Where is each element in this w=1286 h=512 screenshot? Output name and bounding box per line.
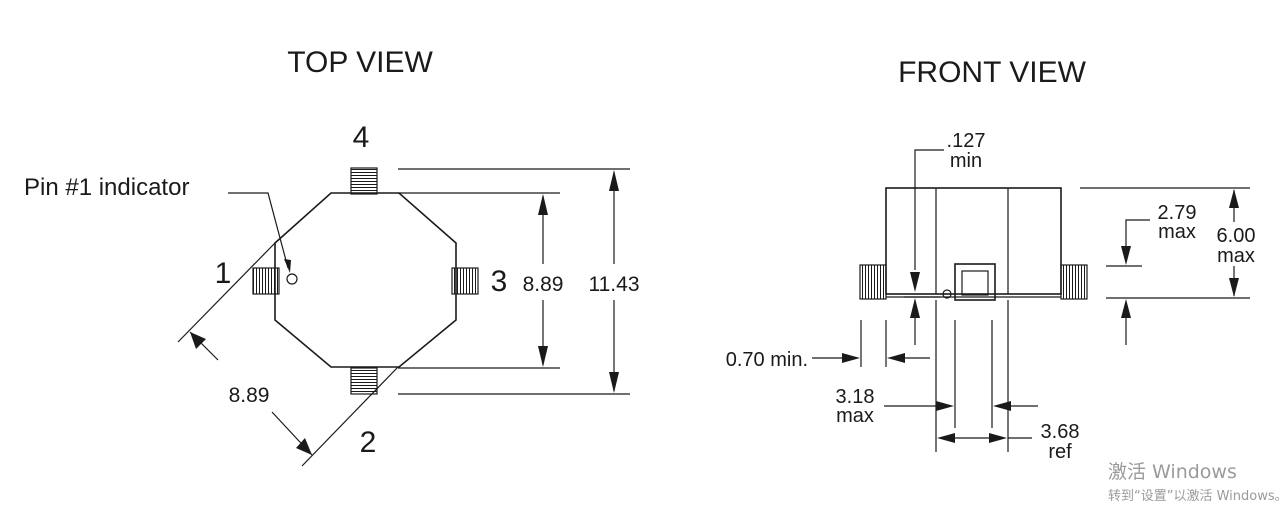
arrow-diagonal-lower bbox=[296, 438, 312, 455]
total-height-dim-unit: max bbox=[1217, 245, 1255, 267]
gap-leader-line bbox=[914, 149, 944, 270]
indicator-arrowhead bbox=[284, 259, 291, 273]
top-height-dim-value: 2.79 bbox=[1158, 202, 1197, 224]
total-height-dim-value: 6.00 bbox=[1217, 225, 1256, 247]
package-body-octagon bbox=[274, 192, 457, 368]
pin-1-label: 1 bbox=[215, 257, 232, 290]
arrow-ref-width-left bbox=[937, 433, 955, 443]
gap-dim-value: .127 bbox=[947, 130, 986, 152]
arrow-lead-min-left bbox=[887, 353, 905, 363]
diag-ext-line-lower bbox=[301, 366, 399, 467]
pin-2-label: 2 bbox=[360, 426, 377, 459]
inner-height-dim-label: 8.89 bbox=[523, 273, 564, 296]
arrow-top-height-up bbox=[1121, 299, 1131, 318]
arrow-center-width-left bbox=[993, 401, 1011, 411]
gap-notch bbox=[942, 289, 952, 299]
arrow-center-width-right bbox=[936, 401, 954, 411]
arrow-total-height-up bbox=[1229, 189, 1239, 208]
ref-width-dim-unit: ref bbox=[1048, 441, 1072, 463]
lead-min-dim-label: 0.70 min. bbox=[726, 349, 808, 371]
arrow-diagonal-upper bbox=[190, 332, 206, 349]
top-height-dim-unit: max bbox=[1158, 221, 1196, 243]
pin-4-label: 4 bbox=[353, 121, 370, 154]
arrow-gap-up bbox=[910, 298, 920, 318]
front-body bbox=[885, 187, 1062, 295]
arrow-inner-height-down bbox=[538, 346, 548, 367]
front-view: FRONT VIEW .127 min 6.00 max bbox=[726, 56, 1256, 463]
center-width-dim-unit: max bbox=[836, 405, 874, 427]
arrow-inner-height-up bbox=[538, 194, 548, 215]
ref-width-dim-value: 3.68 bbox=[1041, 421, 1080, 443]
pin-4-pad bbox=[350, 167, 378, 195]
arrow-gap-down bbox=[910, 272, 920, 292]
front-view-title: FRONT VIEW bbox=[898, 56, 1086, 89]
center-pad-outer bbox=[954, 263, 996, 301]
indicator-leader-line bbox=[228, 192, 289, 269]
arrow-lead-min-right bbox=[842, 353, 860, 363]
diag-ext-line-upper bbox=[177, 242, 276, 343]
arrow-outer-height-down bbox=[609, 372, 619, 393]
top-view-title: TOP VIEW bbox=[287, 46, 433, 79]
activation-watermark-subtitle: 转到“设置”以激活 Windows。 bbox=[1108, 489, 1286, 504]
right-lead bbox=[1060, 264, 1088, 300]
pin-1-indicator-dot bbox=[286, 273, 298, 285]
gap-dim-unit: min bbox=[950, 150, 982, 172]
top-view: TOP VIEW Pin #1 indicator 1 2 3 4 8.89 bbox=[24, 46, 640, 467]
arrow-ref-width-right bbox=[989, 433, 1007, 443]
dim-line-top-height-upper bbox=[1125, 219, 1150, 246]
arrow-top-height-down bbox=[1121, 246, 1131, 265]
center-width-dim-value: 3.18 bbox=[836, 386, 875, 408]
center-pad-inner bbox=[961, 270, 989, 296]
arrow-total-height-down bbox=[1229, 278, 1239, 297]
outer-height-dim-label: 11.43 bbox=[589, 273, 640, 296]
pin-3-label: 3 bbox=[491, 265, 508, 298]
activation-watermark-title: 激活 Windows bbox=[1108, 461, 1237, 483]
pin-2-pad bbox=[350, 367, 378, 395]
pin-1-indicator-label: Pin #1 indicator bbox=[24, 174, 189, 201]
diagonal-dim-label: 8.89 bbox=[229, 384, 270, 407]
arrow-outer-height-up bbox=[609, 170, 619, 191]
left-lead bbox=[859, 264, 887, 300]
